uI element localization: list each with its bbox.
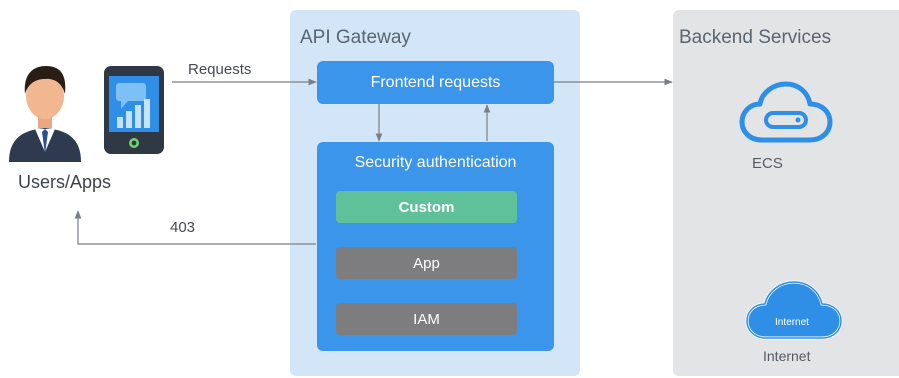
frontend-requests-label: Frontend requests (370, 73, 501, 91)
ecs-label: ECS (752, 155, 783, 172)
auth-method-custom-label: Custom (398, 198, 455, 216)
user-icon (9, 66, 81, 162)
security-authentication-title: Security authentication (354, 154, 517, 171)
auth-method-app-label: App (413, 254, 440, 272)
rejected-403-label: 403 (170, 219, 196, 236)
internet-cloud-icon: Internet (745, 280, 843, 340)
ecs-server-icon (739, 81, 833, 143)
backend-services-title: Backend Services (679, 27, 832, 48)
auth-method-custom: Custom (336, 191, 517, 223)
auth-method-iam: IAM (336, 303, 517, 335)
users-apps-label: Users/Apps (18, 172, 112, 192)
auth-method-app: App (336, 247, 517, 279)
auth-method-iam-label: IAM (413, 310, 440, 328)
frontend-requests-box: Frontend requests (317, 61, 554, 104)
api-gateway-title: API Gateway (300, 27, 411, 48)
security-authentication-box: Security authentication Custom App IAM (317, 142, 554, 351)
rejected-403-arrow (74, 210, 316, 245)
internet-label: Internet (763, 348, 811, 364)
requests-label: Requests (188, 61, 252, 78)
internet-icon-text: Internet (775, 317, 809, 328)
mobile-app-icon (104, 66, 164, 154)
